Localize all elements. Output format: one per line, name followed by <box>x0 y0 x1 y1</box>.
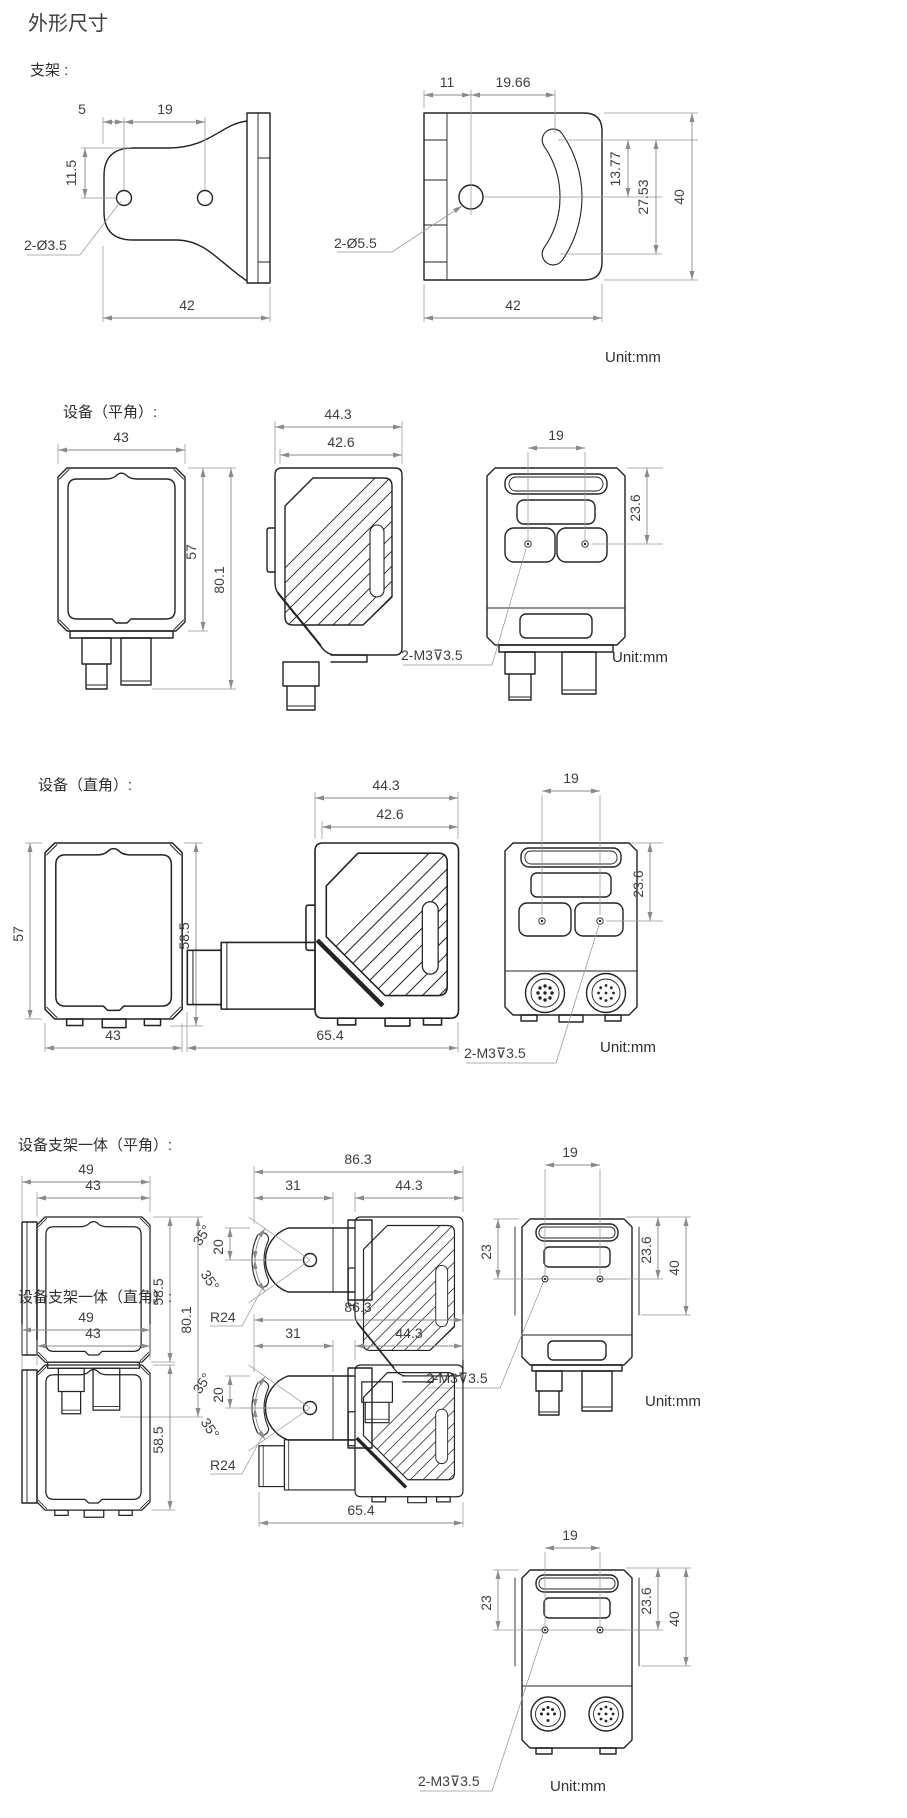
dim-bracket-19: 19 <box>157 101 173 117</box>
dim-cr-40: 40 <box>666 1611 682 1627</box>
device-right-side-view: 44.3 42.6 65.4 <box>187 777 609 1052</box>
dim-bracket-holes-5-5: 2-Ø5.5 <box>334 235 377 251</box>
dim-cf-thread: 2-M3⊽3.5 <box>426 1370 488 1386</box>
dim-bracket-42-side: 42 <box>179 297 195 313</box>
dim-cf-35-bottom: 35° <box>198 1267 223 1293</box>
unit-label-bracket: Unit:mm <box>605 349 661 366</box>
dim-cf-80-1: 80.1 <box>178 1306 194 1333</box>
device-flat-side-view: 44.3 42.6 <box>215 406 535 711</box>
bracket-front-view: 11 19.66 13.77 27.53 40 2-Ø5.5 42 <box>334 74 698 322</box>
combo-flat-section: 设备支架一体（平角）: 49 43 58.5 80.1 86.3 31 44.3… <box>18 1137 701 1424</box>
dim-cf-31: 31 <box>285 1177 301 1193</box>
dim-df-23-6: 23.6 <box>627 494 643 521</box>
dim-dr-43: 43 <box>105 1027 121 1043</box>
combo-right-section: 设备支架一体（直角）: 49 43 58.5 86.3 31 44.3 35° … <box>18 1289 691 1795</box>
dim-df-80-1: 80.1 <box>211 566 227 593</box>
dim-bracket-13-77: 13.77 <box>607 151 623 186</box>
device-flat-label: 设备（平角）: <box>63 404 157 421</box>
dim-cr-49: 49 <box>78 1309 94 1325</box>
combo-flat-label: 设备支架一体（平角）: <box>18 1137 172 1154</box>
dim-cf-r24: R24 <box>210 1309 236 1325</box>
dim-dr-23-6: 23.6 <box>630 870 646 897</box>
combo-flat-back-view: 19 23 23.6 40 2-M3⊽3.5 <box>426 1144 691 1416</box>
dim-bracket-42-front: 42 <box>505 297 521 313</box>
dim-cr-20: 20 <box>210 1387 226 1403</box>
device-right-back-view: 19 23.6 2-M3⊽3.5 <box>464 770 663 1064</box>
unit-label-device-flat: Unit:mm <box>612 649 668 666</box>
dim-cf-49: 49 <box>78 1161 94 1177</box>
dim-dr-42-6: 42.6 <box>376 806 403 822</box>
device-flat-section: 设备（平角）: 43 57 80.1 44.3 42.6 <box>57 404 668 711</box>
dim-dr-58-5: 58.5 <box>176 922 192 949</box>
dim-cf-86-3: 86.3 <box>344 1151 371 1167</box>
combo-flat-side-view: 86.3 31 44.3 35° 20 35° R24 <box>189 1151 576 1424</box>
dim-cr-23: 23 <box>478 1595 494 1611</box>
unit-label-device-right: Unit:mm <box>600 1039 656 1056</box>
dim-cf-43: 43 <box>85 1177 101 1193</box>
dim-cr-35-bottom: 35° <box>198 1415 223 1441</box>
dim-cr-44-3: 44.3 <box>395 1325 422 1341</box>
dim-cr-thread: 2-M3⊽3.5 <box>418 1773 480 1789</box>
dim-bracket-5: 5 <box>78 101 86 117</box>
dim-cf-40: 40 <box>666 1260 682 1276</box>
combo-right-back-view: 19 23 23.6 40 2-M3⊽3.5 <box>418 1527 691 1792</box>
dim-dr-65-4: 65.4 <box>316 1027 343 1043</box>
device-flat-back-view: 19 23.6 2-M3⊽3.5 <box>401 427 663 701</box>
unit-label-combo-right: Unit:mm <box>550 1778 606 1795</box>
combo-right-label: 设备支架一体（直角）: <box>18 1289 172 1306</box>
unit-label-combo-flat: Unit:mm <box>645 1393 701 1410</box>
dim-cf-23: 23 <box>478 1244 494 1260</box>
dim-df-43: 43 <box>113 429 129 445</box>
bracket-side-view: 5 19 11.5 2-Ø3.5 42 <box>24 101 271 322</box>
dim-df-thread: 2-M3⊽3.5 <box>401 647 463 663</box>
dim-dr-19: 19 <box>563 770 579 786</box>
device-right-front-view: 57 58.5 43 <box>10 842 203 1052</box>
combo-right-front-view: 49 43 58.5 <box>21 1309 175 1518</box>
combo-right-side-view: 86.3 31 44.3 35° 20 35° R24 65.4 <box>189 1299 576 1527</box>
dim-df-44-3: 44.3 <box>324 406 351 422</box>
dim-cf-58-5: 58.5 <box>150 1278 166 1305</box>
dim-cr-86-3: 86.3 <box>344 1299 371 1315</box>
dim-bracket-11: 11 <box>440 74 455 90</box>
dim-cr-r24: R24 <box>210 1457 236 1473</box>
dim-bracket-11-5: 11.5 <box>63 160 79 186</box>
device-right-label: 设备（直角）: <box>38 777 132 794</box>
dim-bracket-holes-3-5: 2-Ø3.5 <box>24 237 67 253</box>
dim-cf-23-6: 23.6 <box>638 1236 654 1263</box>
dim-cr-43: 43 <box>85 1325 101 1341</box>
dim-bracket-40: 40 <box>671 189 687 205</box>
device-right-section: 设备（直角）: 57 58.5 43 44.3 42.6 65.4 <box>10 770 663 1064</box>
dim-cr-19: 19 <box>562 1527 578 1543</box>
device-flat-front-view: 43 57 80.1 <box>57 429 236 690</box>
dim-cr-31: 31 <box>285 1325 301 1341</box>
dim-dr-thread: 2-M3⊽3.5 <box>464 1045 526 1061</box>
dim-cf-20: 20 <box>210 1239 226 1255</box>
dim-df-42-6: 42.6 <box>327 434 354 450</box>
dim-bracket-27-53: 27.53 <box>635 179 651 214</box>
dim-bracket-19-66: 19.66 <box>495 74 530 90</box>
bracket-section-label: 支架 : <box>30 62 68 79</box>
dim-cr-23-6: 23.6 <box>638 1587 654 1614</box>
combo-flat-front-view: 49 43 58.5 80.1 <box>21 1161 203 1418</box>
dim-cf-44-3: 44.3 <box>395 1177 422 1193</box>
dim-cr-65-4: 65.4 <box>347 1502 374 1518</box>
dim-df-19: 19 <box>548 427 564 443</box>
page-title: 外形尺寸 <box>28 12 108 35</box>
dim-cr-58-5: 58.5 <box>150 1426 166 1453</box>
dim-df-57: 57 <box>183 544 199 560</box>
dim-dr-44-3: 44.3 <box>372 777 399 793</box>
dim-cf-19: 19 <box>562 1144 578 1160</box>
bracket-section: 支架 : 5 19 11.5 2-Ø3.5 42 11 19.66 13. <box>24 62 698 366</box>
dim-dr-57: 57 <box>10 926 26 942</box>
